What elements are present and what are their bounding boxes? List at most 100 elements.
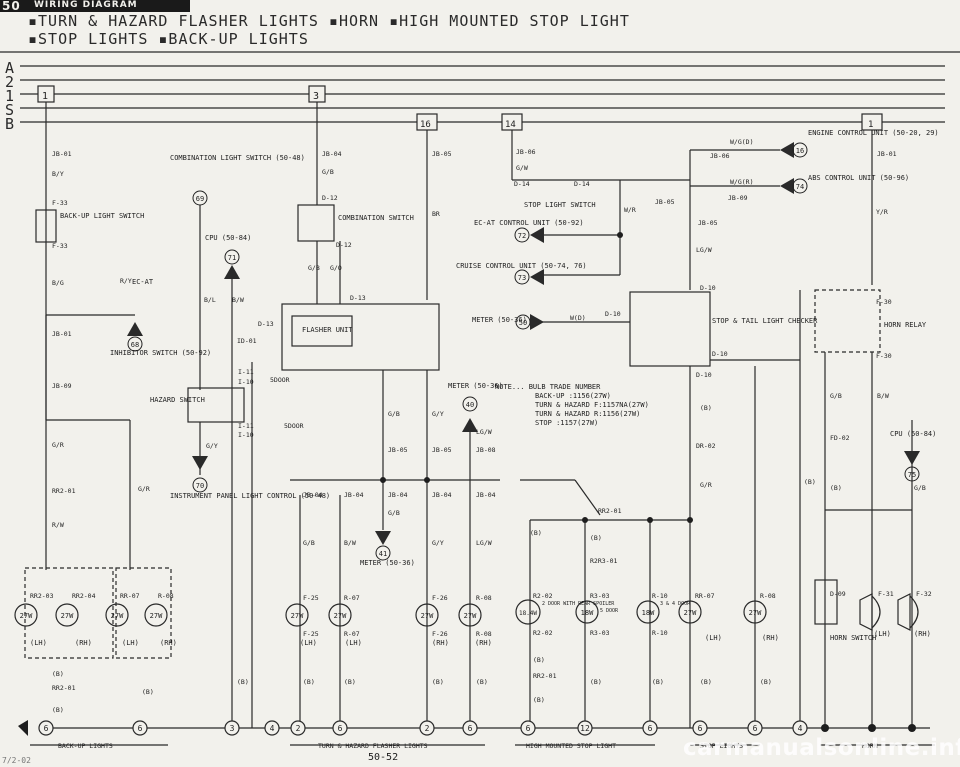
wire-color: (B) (533, 696, 545, 704)
section-number: 50 (2, 0, 21, 13)
wire-color: (B) (344, 678, 356, 686)
page-number: 50-52 (368, 752, 399, 763)
bulb-position: (LH) (705, 634, 722, 642)
wire-color: G/B (914, 484, 926, 492)
bulb-wattage: 27W (334, 612, 347, 620)
bulb-position: (LH) (122, 639, 139, 647)
connector-label: JB-04 (344, 491, 364, 499)
connector-label: JB-05 (432, 150, 452, 158)
connector-label: JB-01 (52, 150, 72, 158)
ground-number: 6 (526, 724, 531, 733)
connector-label: R-07 (344, 594, 360, 602)
wire-color: (B) (760, 678, 772, 686)
wire-color: G/R (138, 485, 150, 493)
ec-at-control-unit-label: EC-AT CONTROL UNIT (50-92) (474, 219, 584, 227)
connector-label: JB-09 (52, 382, 72, 390)
wire-color: G/Y (432, 410, 444, 418)
wire-color: G/B (830, 392, 842, 400)
connector-label: JB-01 (877, 150, 897, 158)
stop-light-switch-label: STOP LIGHT SWITCH (524, 201, 596, 209)
wire-color: Y/R (876, 208, 888, 216)
wire-color: (B) (530, 529, 542, 537)
bulb-wattage: 18W (642, 609, 655, 617)
bulb-position: (LH) (345, 639, 362, 647)
connector-number: 68 (131, 341, 139, 349)
cruise-control-unit-label: CRUISE CONTROL UNIT (50-74, 76) (456, 262, 587, 270)
wire-color: W(D) (570, 314, 586, 322)
hazard-switch-label: HAZARD SWITCH (150, 396, 205, 404)
connector-label: F-26 (432, 630, 448, 638)
connector-label: D-12 (322, 194, 338, 202)
connector-label: D-14 (574, 180, 590, 188)
connector-label: D-14 (514, 180, 530, 188)
ground-number: 12 (580, 724, 590, 733)
bulb-position: (RH) (762, 634, 779, 642)
backup-switch-label: BACK-UP LIGHT SWITCH (60, 212, 144, 220)
connector-label: R-10 (652, 592, 668, 600)
fuse-label: 1 (42, 91, 48, 102)
bulb-wattage: 27W (150, 612, 163, 620)
ground-number: 6 (468, 724, 473, 733)
wire-color: G/R (52, 441, 64, 449)
subtitle-line-1: ▪TURN & HAZARD FLASHER LIGHTS ▪HORN ▪HIG… (28, 12, 630, 30)
watermark: carmanualsonline.info (683, 735, 960, 761)
wire-color: LG/W (696, 246, 712, 254)
meter-label: METER (50-36) (448, 382, 503, 390)
bulb-position: (LH) (300, 639, 317, 647)
wire-color: R/W (52, 521, 64, 529)
wire-color: (B) (52, 670, 64, 678)
bulb-variant: 2 DOOR WITH REAR SPOILER (542, 601, 615, 607)
wire-color: (B) (590, 534, 602, 542)
horn-lh-label: (LH) (874, 630, 891, 638)
horn-rh-label: (RH) (914, 630, 931, 638)
combination-light-switch-label: COMBINATION LIGHT SWITCH (50-48) (170, 154, 305, 162)
connector-number: 69 (196, 195, 204, 203)
wire-color: (B) (533, 656, 545, 664)
connector-label: JB-05 (655, 198, 675, 206)
page-title: WIRING DIAGRAM (34, 0, 138, 10)
subtitle-line-2: ▪STOP LIGHTS ▪BACK-UP LIGHTS (28, 30, 309, 48)
connector-label: F-25 (303, 630, 319, 638)
connector-label: R-08 (476, 630, 492, 638)
connector-label: JB-08 (476, 446, 496, 454)
note-row: STOP :1157(27W) (535, 419, 598, 427)
fuse-label: 1 (868, 120, 873, 130)
note-row: BACK-UP :1156(27W) (535, 392, 611, 400)
wire-color: (B) (476, 678, 488, 686)
ground-number: 3 (230, 724, 235, 733)
connector-label: RR-07 (120, 592, 140, 600)
connector-label: D-10 (712, 350, 728, 358)
bulb-wattage: 27W (61, 612, 74, 620)
connector-number: 50 (519, 319, 527, 327)
wire-color: (B) (142, 688, 154, 696)
wire-color: (B) (700, 678, 712, 686)
connector-label: RR2-01 (533, 672, 557, 680)
connector-label: DR-02 (696, 442, 716, 450)
connector-number: 72 (518, 232, 526, 240)
wire-color: (B) (590, 678, 602, 686)
stop-tail-checker-label: STOP & TAIL LIGHT CHECKER (712, 317, 818, 325)
wire-color: (B) (652, 678, 664, 686)
bus-label-s: S (5, 101, 15, 119)
connector-number: 40 (466, 401, 474, 409)
bulb-variant: 5 DOOR (600, 608, 619, 614)
section-label: BACK-UP LIGHTS (58, 742, 113, 750)
connector-label: R-08 (158, 592, 174, 600)
bulb-wattage: 27W (20, 612, 33, 620)
wire-color: G/B (388, 509, 400, 517)
connector-label: RR2-03 (30, 592, 54, 600)
bulb-wattage: 18.4W (519, 610, 537, 617)
meter-label: METER (50-36) (472, 316, 527, 324)
connector-label: F-26 (432, 594, 448, 602)
bulb-position: (RH) (160, 639, 177, 647)
connector-label: D-10 (605, 310, 621, 318)
connector-number: 71 (228, 254, 236, 262)
horn-relay-label: HORN RELAY (884, 321, 927, 329)
bulb-wattage: 27W (421, 612, 434, 620)
wire-color: B/W (344, 539, 356, 547)
ground-number: 4 (798, 724, 803, 733)
header-bar: 50 WIRING DIAGRAM (0, 0, 190, 13)
connector-label: R2-02 (533, 629, 553, 637)
wire-color: (B) (237, 678, 249, 686)
bulb-wattage: 27W (749, 609, 762, 617)
